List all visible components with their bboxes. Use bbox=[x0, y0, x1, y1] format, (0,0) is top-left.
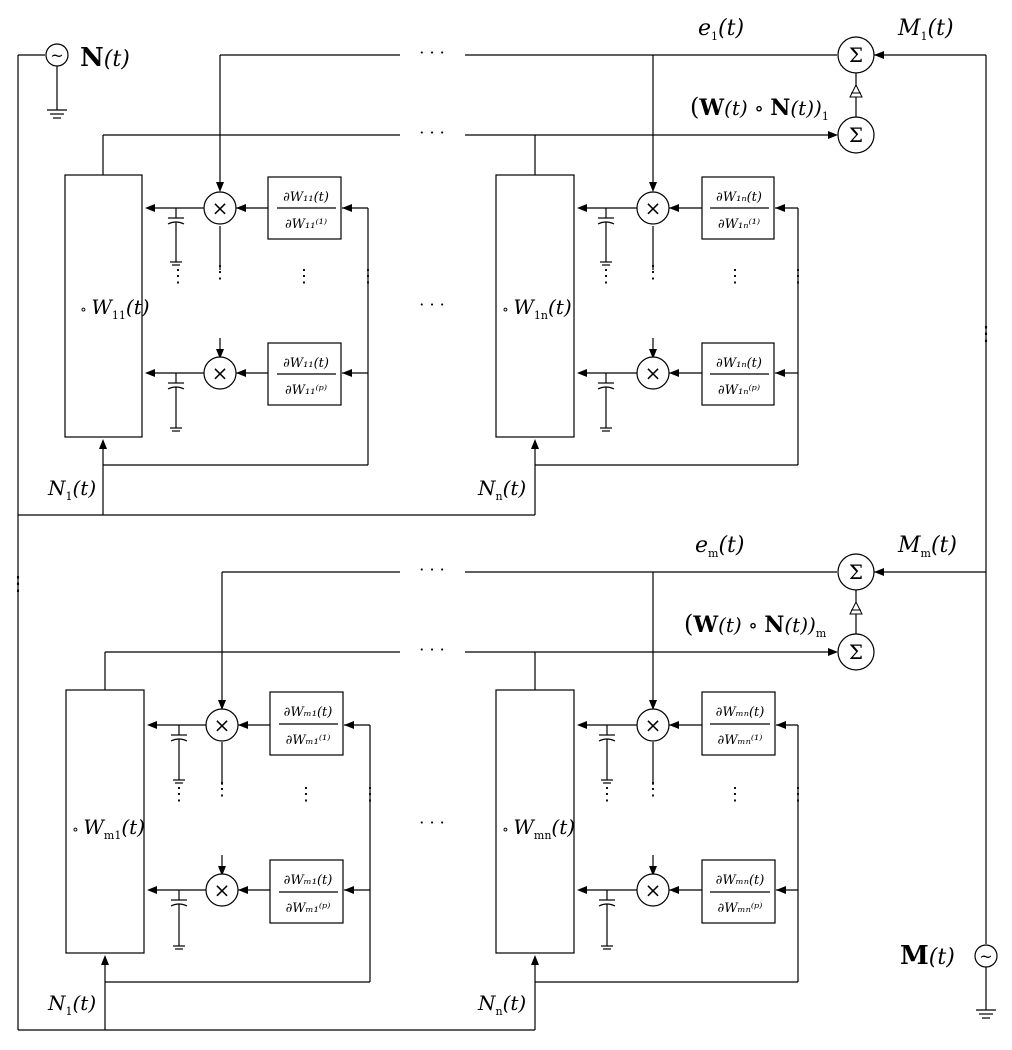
weight-cell-mn: ⋮ ∘ Wmn(t) × ∂Wₘₙ(t) ∂Wₘₙ⁽¹⁾ bbox=[477, 572, 807, 1030]
weight-block bbox=[64, 174, 143, 438]
derivative-denominator: ∂Wₘ₁⁽¹⁾ bbox=[286, 733, 331, 748]
column-ellipsis: · · · bbox=[419, 813, 444, 832]
multiply-icon: × bbox=[214, 878, 231, 902]
error-label: e1(t) bbox=[698, 16, 744, 43]
column-ellipsis: ⋮ bbox=[644, 779, 662, 800]
derivative-denominator: ∂W₁₁⁽ᵖ⁾ bbox=[285, 383, 327, 398]
column-ellipsis: ⋮ bbox=[726, 266, 744, 287]
bus-ellipsis: · · · bbox=[419, 560, 444, 579]
weight-block bbox=[495, 689, 575, 954]
derivative-numerator: ∂W₁ₙ(t) bbox=[716, 356, 762, 371]
bus-ellipsis: · · · bbox=[419, 123, 444, 142]
weight-block-label: ∘ Wm1(t) bbox=[72, 815, 145, 842]
column-ellipsis: ⋮ bbox=[169, 266, 187, 287]
derivative-numerator: ∂W₁₁(t) bbox=[283, 356, 329, 371]
source-icon: ~ bbox=[50, 46, 63, 65]
output-label: (W(t) ∘ N(t))1 bbox=[690, 93, 829, 123]
input-label: N(t) bbox=[80, 43, 130, 73]
cell-input-label: Nn(t) bbox=[477, 476, 526, 503]
derivative-numerator: ∂Wₘ₁(t) bbox=[284, 873, 333, 888]
row-m: · · · · · · Σ Σ em(t) Mm(t) (W(t) ∘ N(t)… bbox=[18, 533, 986, 1031]
weight-block bbox=[65, 689, 145, 954]
sum-icon: Σ bbox=[849, 123, 863, 147]
derivative-numerator: ∂W₁₁(t) bbox=[283, 190, 329, 205]
sum-icon: Σ bbox=[849, 43, 863, 67]
derivative-denominator: ∂W₁ₙ⁽¹⁾ bbox=[718, 217, 760, 232]
error-label: em(t) bbox=[695, 533, 744, 560]
weight-cell-1n: ⋮ ∘ W1n(t) × ∂W₁ₙ(t) ∂W₁ₙ⁽¹⁾ bbox=[477, 55, 807, 515]
derivative-numerator: ∂Wₘₙ(t) bbox=[716, 705, 765, 720]
source-icon: ~ bbox=[979, 947, 992, 966]
row-target-label: M1(t) bbox=[897, 16, 954, 43]
weight-block-label: ∘ Wmn(t) bbox=[502, 815, 575, 842]
column-ellipsis: ⋮ bbox=[598, 784, 616, 805]
multiply-icon: × bbox=[645, 361, 662, 385]
derivative-denominator: ∂Wₘₙ⁽ᵖ⁾ bbox=[718, 901, 763, 916]
multiply-icon: × bbox=[645, 196, 662, 220]
column-ellipsis: ⋮ bbox=[170, 784, 188, 805]
column-ellipsis: · · · bbox=[419, 295, 444, 314]
multiply-icon: × bbox=[645, 878, 662, 902]
row-target-label: Mm(t) bbox=[897, 533, 957, 560]
column-ellipsis: ⋮ bbox=[297, 784, 315, 805]
derivative-denominator: ∂W₁ₙ⁽ᵖ⁾ bbox=[718, 383, 760, 398]
bus-ellipsis: · · · bbox=[419, 640, 444, 659]
column-ellipsis: ⋮ bbox=[211, 262, 229, 283]
derivative-denominator: ∂W₁₁⁽¹⁾ bbox=[285, 217, 327, 232]
column-ellipsis: ⋮ bbox=[726, 784, 744, 805]
weight-block-label: ∘ W11(t) bbox=[80, 295, 150, 322]
column-ellipsis: ⋮ bbox=[597, 266, 615, 287]
column-ellipsis: ⋮ bbox=[295, 266, 313, 287]
bus-ellipsis: · · · bbox=[419, 43, 444, 62]
multiply-icon: × bbox=[212, 361, 229, 385]
sum-icon: Σ bbox=[849, 640, 863, 664]
input-source: ~ N(t) bbox=[17, 43, 130, 1030]
cell-input-label: Nn(t) bbox=[477, 991, 526, 1018]
column-ellipsis: ⋮ bbox=[213, 779, 231, 800]
weight-cell-11: ⋮ ∘ W11(t) × ∂W₁₁(t) ∂W₁₁⁽¹⁾ bbox=[47, 55, 377, 515]
column-ellipsis: ⋮ bbox=[644, 262, 662, 283]
derivative-denominator: ∂Wₘ₁⁽ᵖ⁾ bbox=[286, 901, 331, 916]
derivative-numerator: ∂Wₘₙ(t) bbox=[716, 873, 765, 888]
multiply-icon: × bbox=[212, 196, 229, 220]
derivative-denominator: ∂Wₘₙ⁽¹⁾ bbox=[718, 733, 763, 748]
derivative-numerator: ∂Wₘ₁(t) bbox=[284, 705, 333, 720]
output-label: (W(t) ∘ N(t))m bbox=[684, 610, 827, 640]
weight-block bbox=[495, 174, 575, 438]
multiply-icon: × bbox=[214, 713, 231, 737]
row-ellipsis-right: ⋮ bbox=[976, 321, 996, 345]
row-1: · · · · · · Σ Σ e1(t) M1(t) (W(t) ∘ N(t)… bbox=[18, 16, 986, 516]
target-source: ~ M(t) bbox=[900, 55, 998, 1019]
multiply-icon: × bbox=[645, 713, 662, 737]
derivative-numerator: ∂W₁ₙ(t) bbox=[716, 190, 762, 205]
cell-input-label: N1(t) bbox=[47, 991, 96, 1018]
weight-cell-m1: ⋮ ∘ Wm1(t) × ∂Wₘ₁(t) ∂Wₘ₁⁽¹⁾ bbox=[47, 572, 379, 1030]
weight-block-label: ∘ W1n(t) bbox=[502, 295, 572, 322]
row-ellipsis-left: ⋮ bbox=[8, 571, 28, 595]
cell-input-label: N1(t) bbox=[47, 476, 96, 503]
target-label: M(t) bbox=[900, 941, 955, 971]
sum-icon: Σ bbox=[849, 560, 863, 584]
